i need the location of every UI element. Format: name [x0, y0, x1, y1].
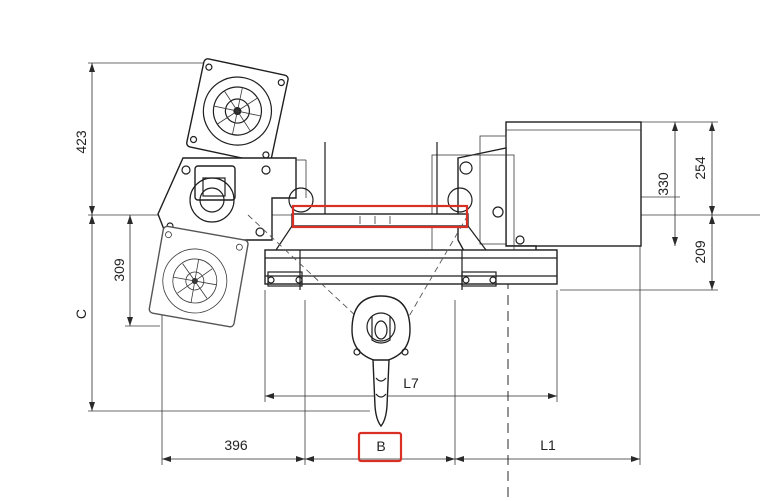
- left-gearbox: [157, 157, 307, 249]
- highlight-box-b: [357, 431, 403, 463]
- dim-423-label: 423: [73, 130, 89, 154]
- extension-lines: [161, 246, 641, 465]
- dim-209-label: 209: [692, 240, 708, 264]
- dim-396-label: 396: [224, 437, 248, 453]
- lower-fan-motor: [148, 225, 249, 328]
- dim-l1-label: L1: [540, 437, 556, 453]
- dim-b-label: B: [376, 438, 385, 454]
- crossbeam: [264, 249, 558, 290]
- dim-330-label: 330: [655, 172, 671, 196]
- highlight-box-drum: [291, 204, 469, 229]
- dim-330: 330: [655, 122, 678, 246]
- dim-254-label: 254: [692, 156, 708, 180]
- dim-l7: L7: [265, 375, 557, 399]
- right-motor: [505, 121, 642, 247]
- dim-c-label: C: [73, 309, 89, 319]
- dim-309: 309: [111, 215, 133, 326]
- guide-rods: [324, 142, 438, 215]
- dim-254: 254: [692, 122, 715, 215]
- drum-rail: [275, 187, 487, 251]
- dim-423: 423: [73, 63, 95, 215]
- dim-l7-label: L7: [403, 375, 419, 391]
- hook-block: [351, 295, 411, 428]
- top-fan-motor: [186, 58, 289, 164]
- dim-309-label: 309: [111, 258, 127, 282]
- rope-lines: [247, 214, 469, 319]
- dim-c: C: [73, 215, 95, 411]
- dim-209: 209: [692, 215, 715, 290]
